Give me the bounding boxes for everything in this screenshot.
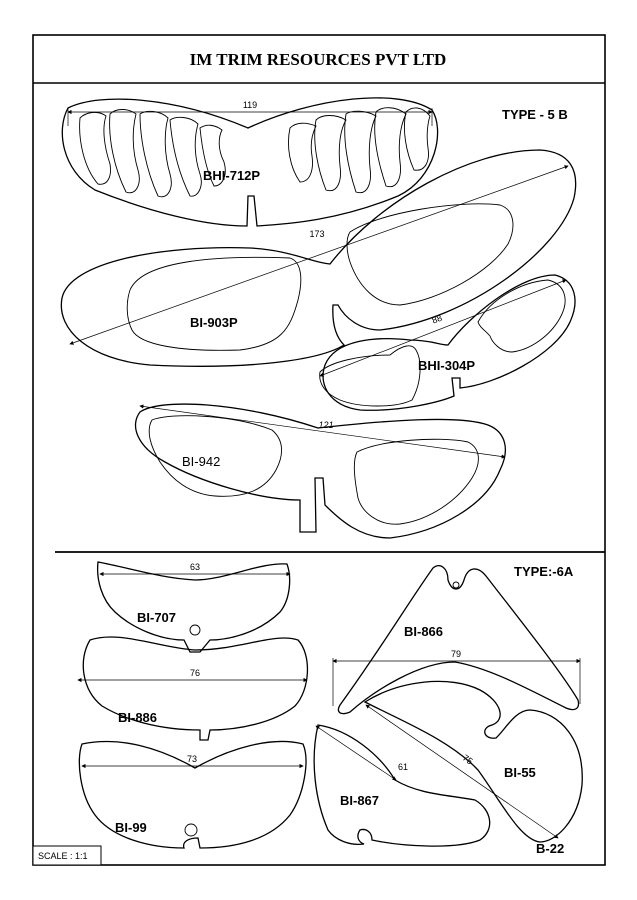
bhi-304p-dimension: 88 [430,313,443,326]
section-label-bottom: TYPE:-6A [514,564,574,579]
section-label-top: TYPE - 5 B [502,107,568,122]
bi-903p-dimension: 173 [309,229,324,239]
bi-55-dimension: 75 [461,753,475,767]
bi-99-dimension: 73 [187,754,197,764]
part-bi-866: 79 BI-866 [332,565,581,715]
scale-box [32,845,102,866]
bi-866-label: BI-866 [404,624,443,639]
part-bi-707: 63 BI-707 [96,561,291,653]
bi-866-dimension: 79 [451,649,461,659]
sheet-title: IM TRIM RESOURCES PVT LTD [190,50,447,69]
bi-903p-label: BI-903P [190,315,238,330]
bi-942-label: BI-942 [182,454,220,469]
bi-942-dimension: 121 [318,420,333,430]
bi-707-label: BI-707 [137,610,176,625]
bhi-712p-label: BHI-712P [203,168,260,183]
part-bhi-304p: 88 BHI-304P [319,274,576,411]
bi-886-label: BI-886 [118,710,157,725]
part-bi-903p: 173 BI-903P [60,149,577,367]
part-bi-886: 76 BI-886 [77,636,309,741]
b-22-label: B-22 [536,841,564,856]
part-bhi-712p: 119 BHI-712P [61,97,439,227]
part-bi-942: 121 BI-942 [134,403,506,539]
bi-886-dimension: 76 [190,668,200,678]
bi-55-label: BI-55 [504,765,536,780]
bhi-304p-label: BHI-304P [418,358,475,373]
scale-label: SCALE : 1:1 [38,851,88,861]
bi-867-label: BI-867 [340,793,379,808]
page-border [32,34,606,866]
bi-707-dimension: 63 [190,562,200,572]
part-bi-99: 73 BI-99 [78,740,307,849]
bhi-712p-dimension: 119 [243,100,257,110]
bi-867-dimension: 61 [398,762,408,772]
part-bi-55: 75 BI-55 [363,680,583,843]
bi-99-label: BI-99 [115,820,147,835]
part-bi-867: 61 BI-867 [313,724,491,847]
